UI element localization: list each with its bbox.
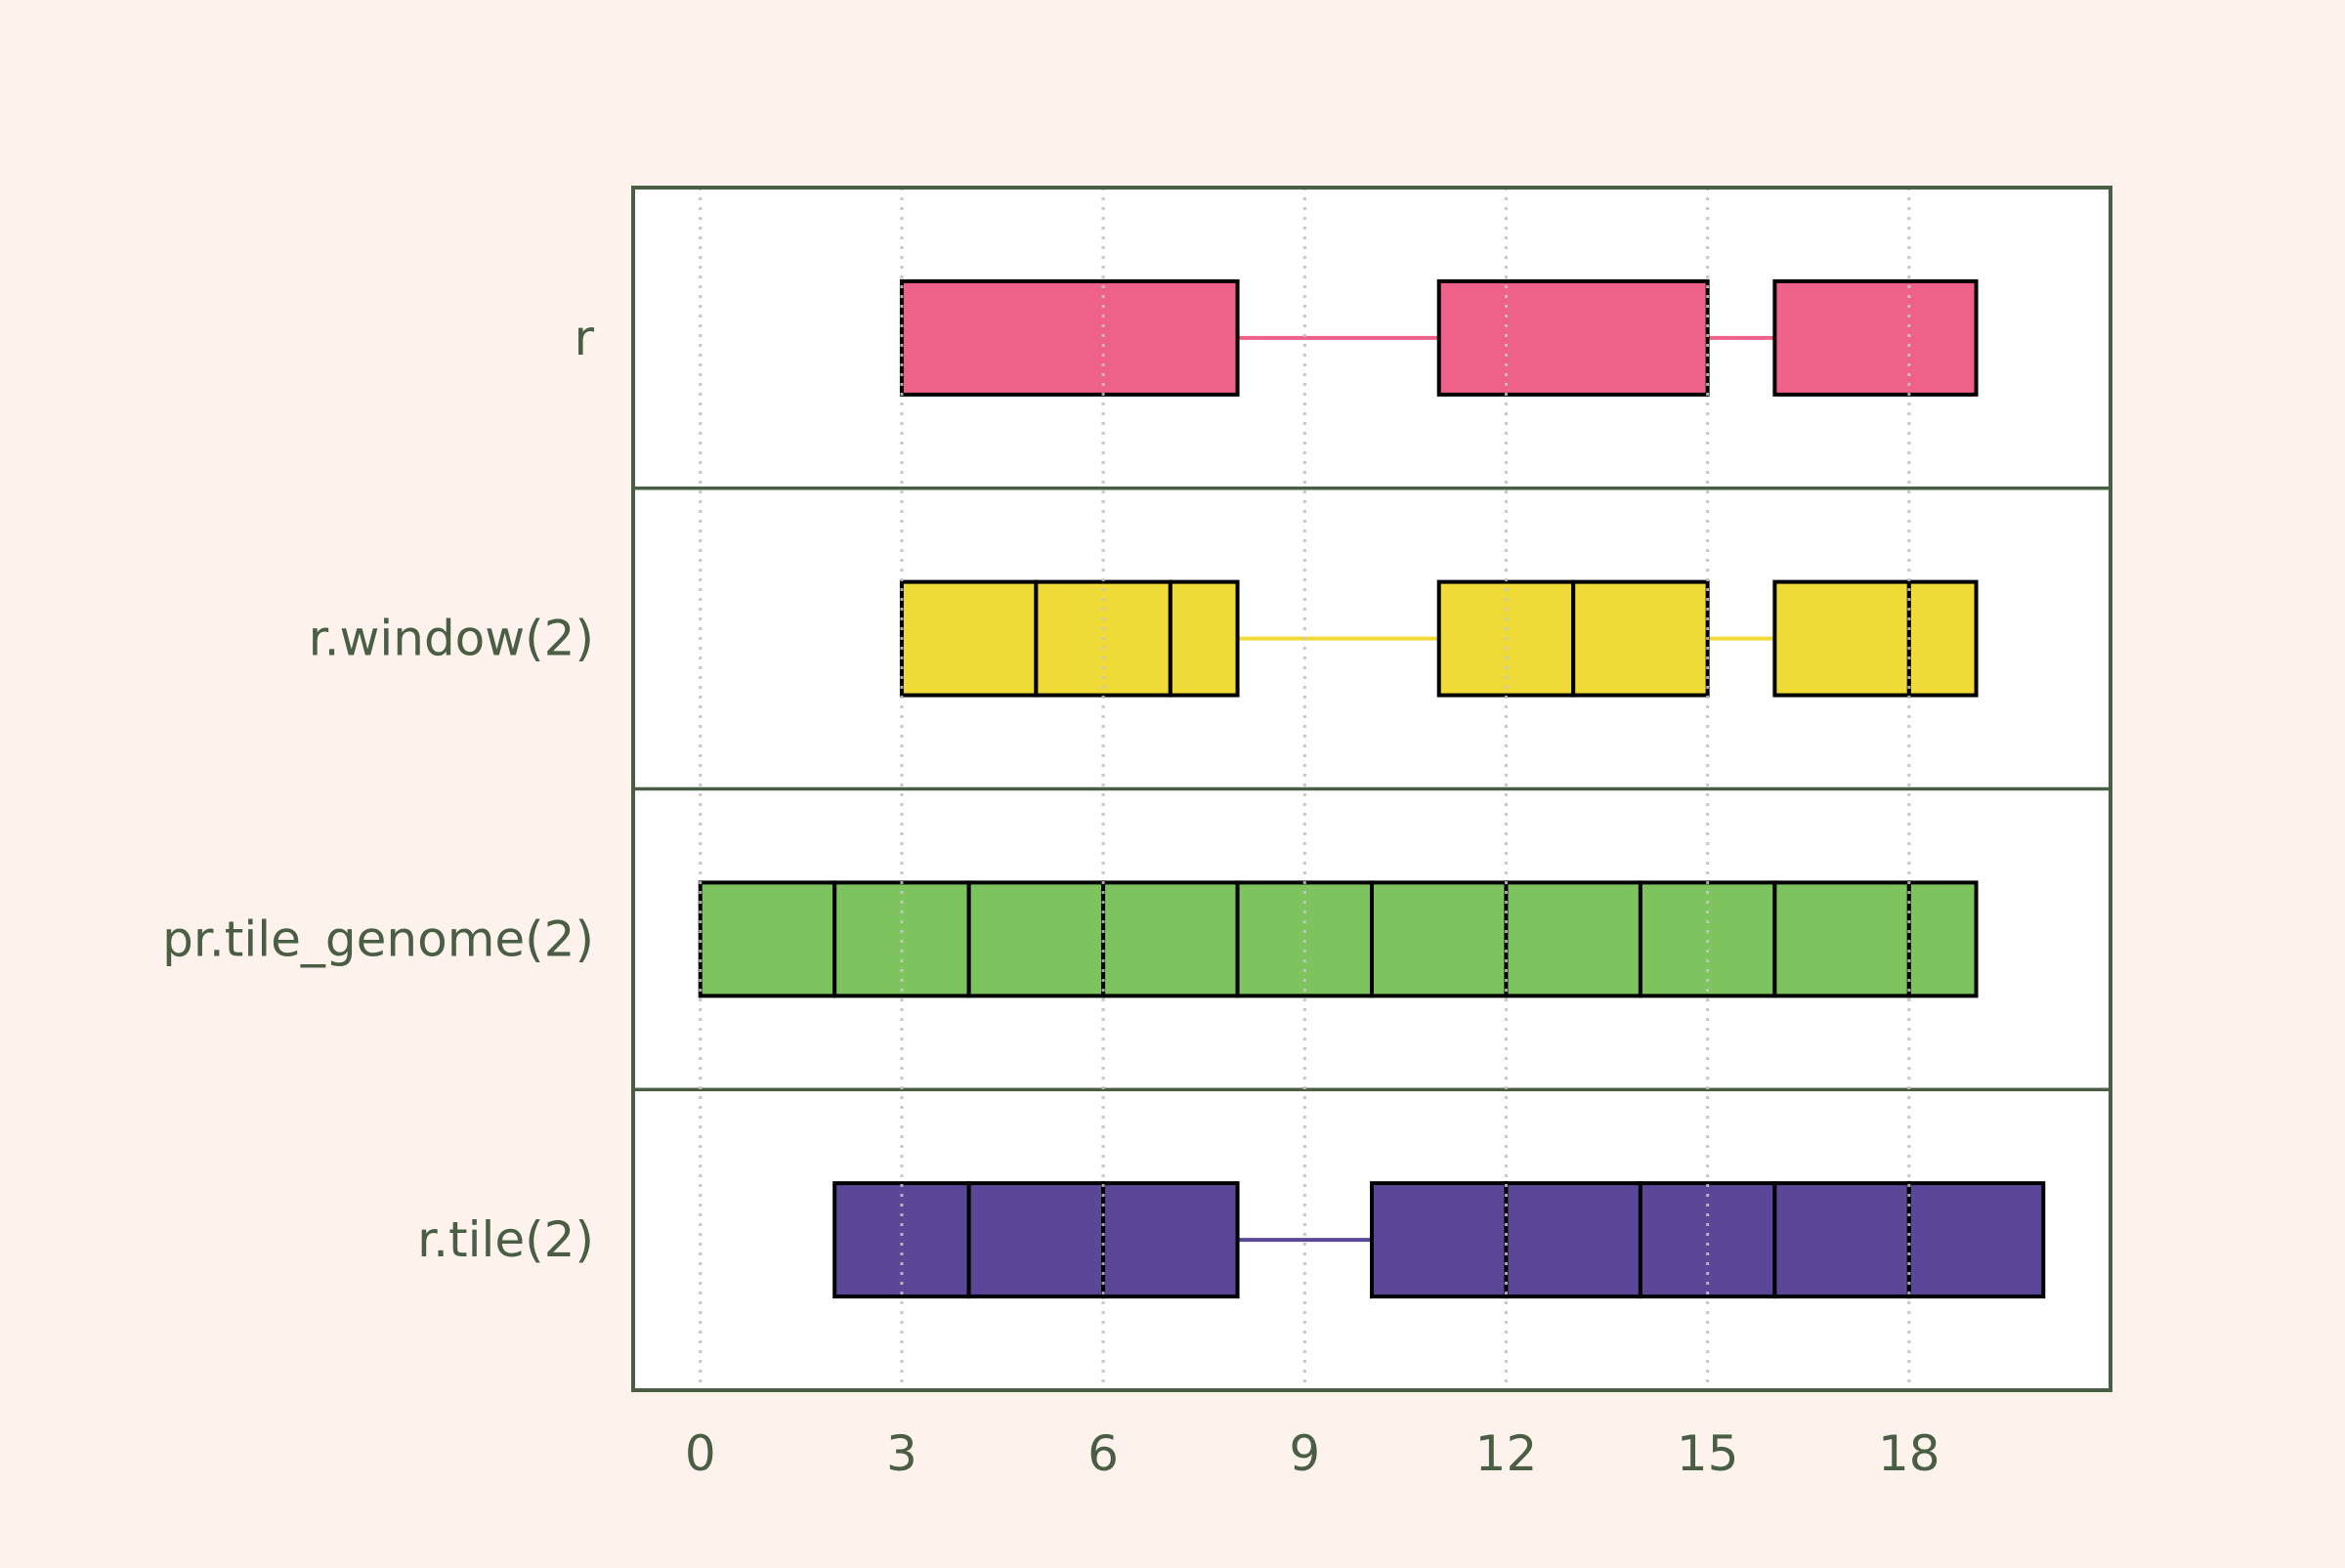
interval-box (1436, 278, 1710, 397)
interval-box (1101, 1181, 1240, 1299)
x-tick-label: 15 (1677, 1425, 1739, 1482)
row-label: r (574, 310, 594, 366)
interval-box (899, 278, 1240, 397)
interval-box (966, 880, 1106, 998)
interval-box (832, 1181, 971, 1299)
x-tick-label: 6 (1087, 1425, 1119, 1482)
interval-box (1906, 880, 1979, 998)
track-row: pr.tile_genome(2) (162, 880, 1979, 998)
interval-box (1370, 880, 1509, 998)
interval-box (832, 880, 971, 998)
x-tick-label: 0 (685, 1425, 716, 1482)
interval-box (1906, 579, 1979, 698)
interval-box (1772, 1181, 1911, 1299)
interval-box (1906, 1181, 2046, 1299)
interval-box (1101, 880, 1240, 998)
interval-box (1235, 880, 1374, 998)
x-tick-label: 18 (1878, 1425, 1940, 1482)
interval-box (1638, 1181, 1777, 1299)
x-tick-label: 3 (886, 1425, 917, 1482)
x-axis: 0 3 6 9 12 15 18 (685, 1425, 1940, 1482)
interval-box (1571, 579, 1710, 698)
row-label: r.window(2) (309, 611, 594, 667)
x-tick-label: 12 (1475, 1425, 1538, 1482)
interval-box (1772, 880, 1911, 998)
plot-frame (631, 186, 2112, 1392)
interval-box (1370, 1181, 1509, 1299)
interval-box (1772, 579, 1911, 698)
interval-box (899, 579, 1039, 698)
interval-box (698, 880, 837, 998)
row-label: pr.tile_genome(2) (162, 911, 594, 967)
interval-box (1168, 579, 1240, 698)
interval-box (1504, 1181, 1642, 1299)
track-row: r.tile(2) (417, 1181, 2046, 1299)
interval-box (966, 1181, 1106, 1299)
interval-box (1772, 278, 1979, 397)
interval-box (1504, 880, 1642, 998)
row-label: r.tile(2) (417, 1211, 594, 1268)
x-tick-label: 9 (1289, 1425, 1320, 1482)
track-row: r (574, 278, 1979, 397)
interval-box (1638, 880, 1777, 998)
